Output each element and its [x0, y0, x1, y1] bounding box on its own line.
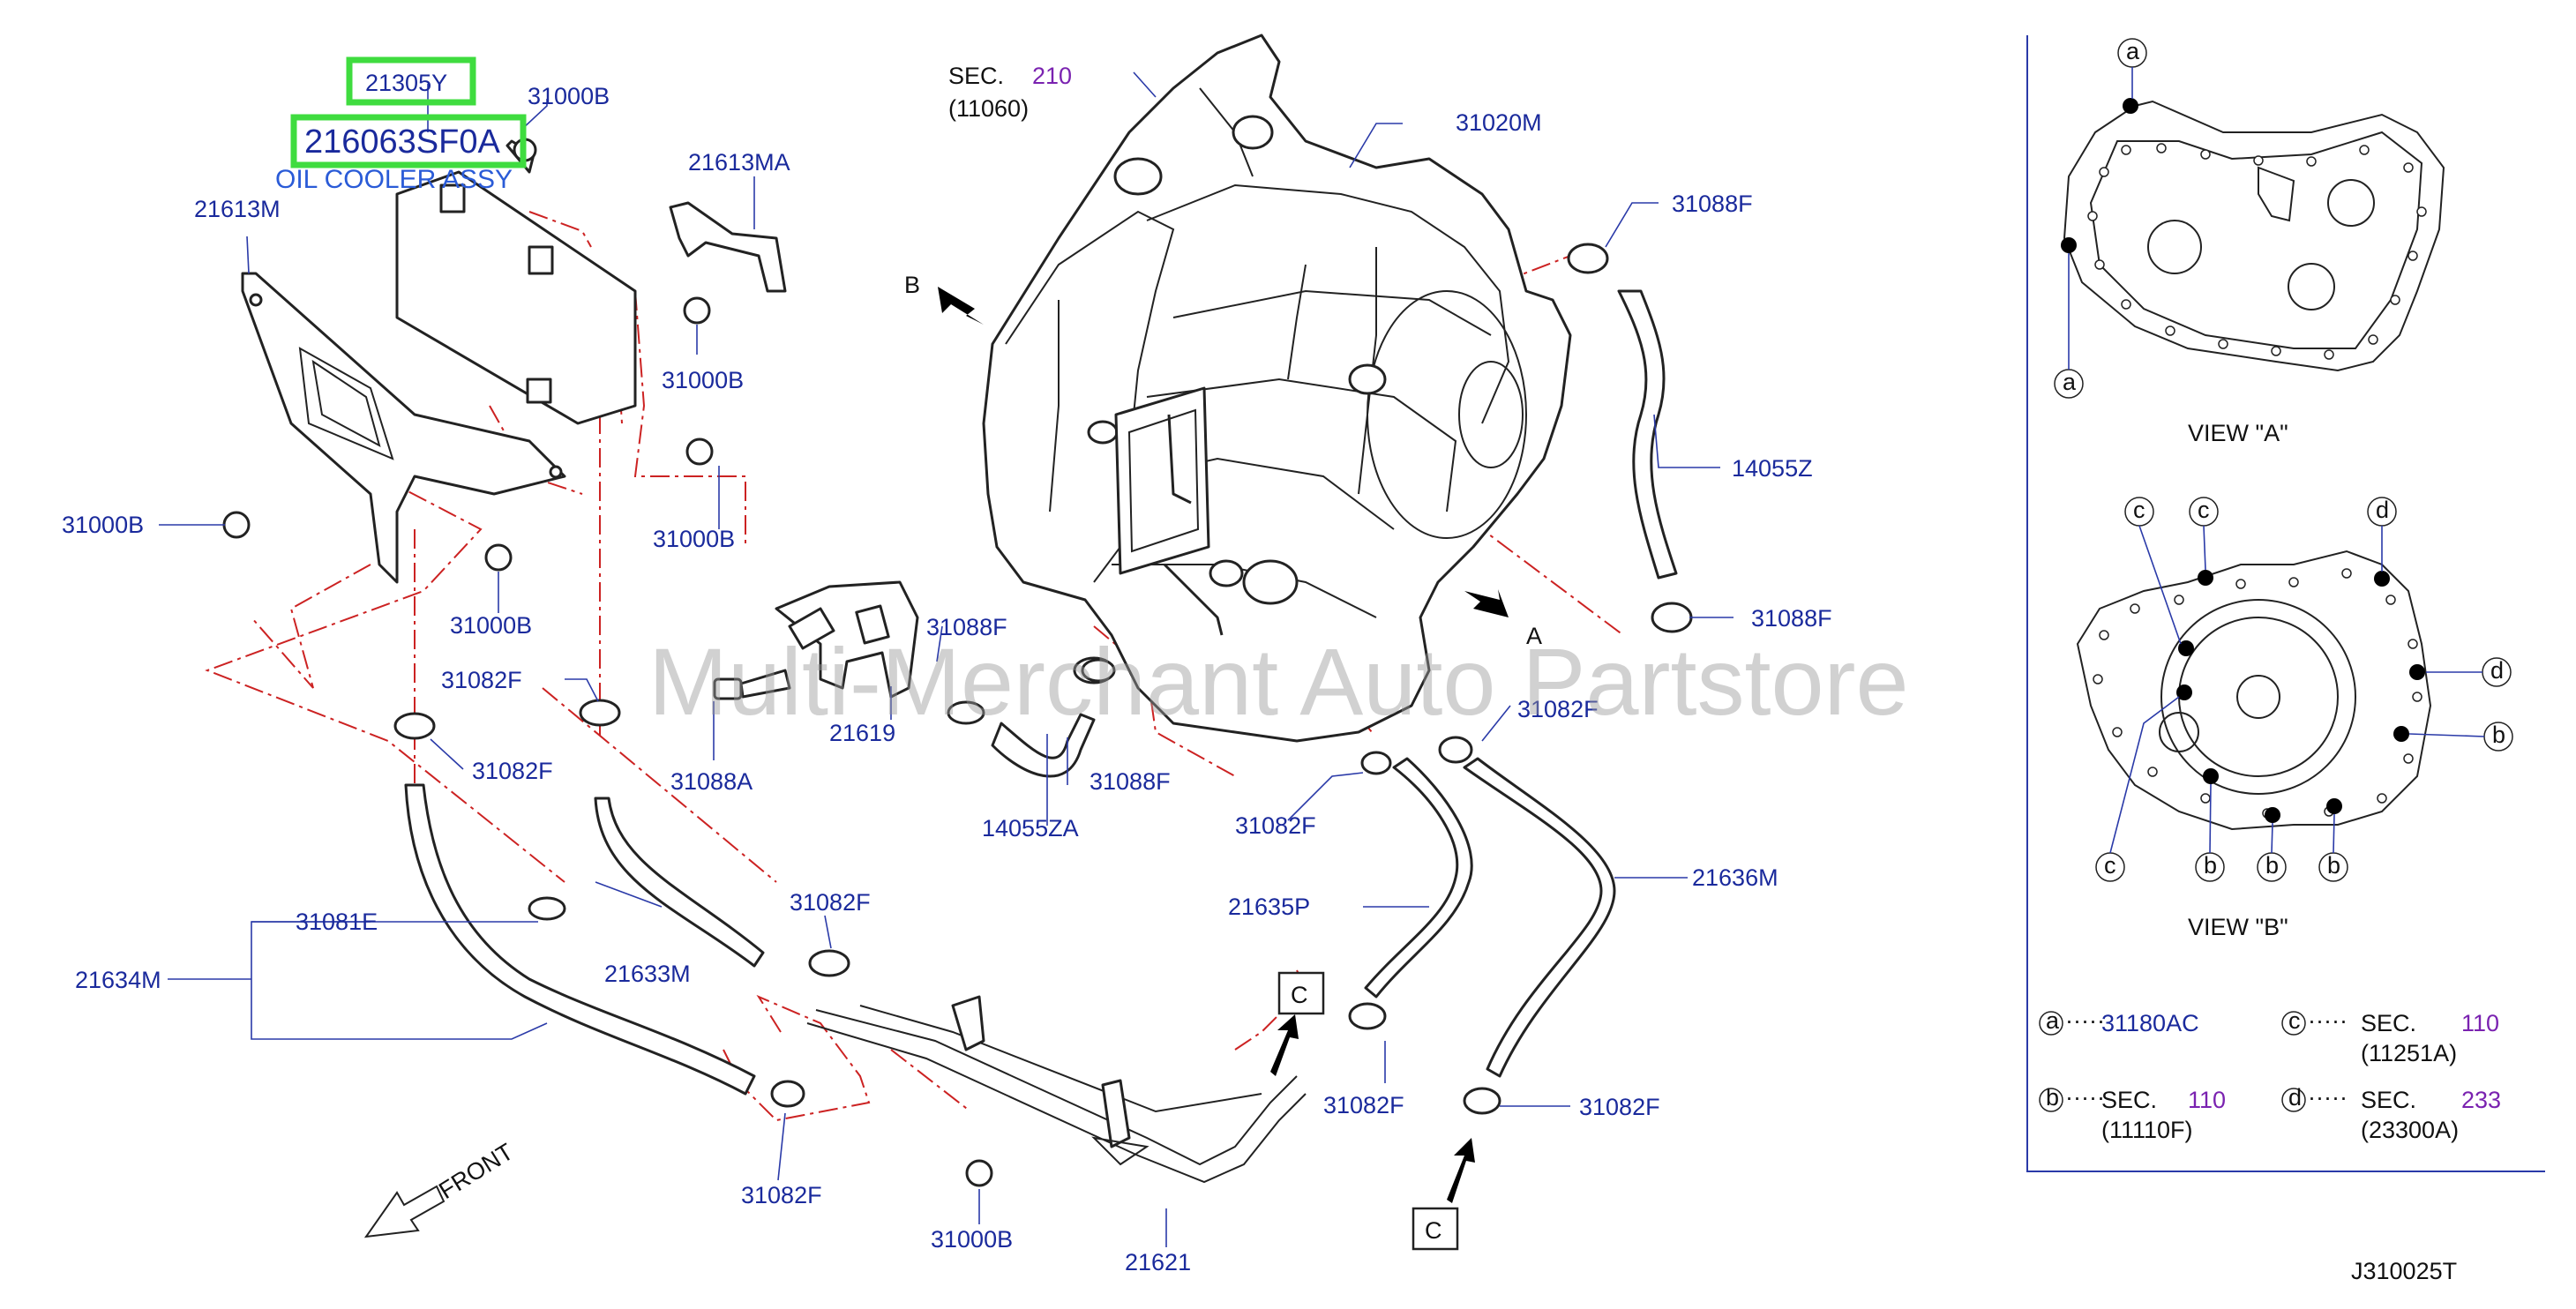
label-sec-210-sub: (11060): [948, 95, 1029, 122]
view-a-title: VIEW "A": [2188, 420, 2288, 446]
label-31082f-upper-left[interactable]: 31082F: [441, 667, 522, 693]
leader-lines: [159, 71, 1734, 1247]
view-b-tag-b2: b: [2204, 852, 2217, 879]
legend-c-number[interactable]: 110: [2461, 1010, 2499, 1036]
legend-tag-a: a: [2046, 1007, 2060, 1034]
label-sec-210-prefix: SEC.: [948, 63, 1004, 89]
hoses: [404, 289, 1678, 1096]
label-21305y[interactable]: 21305Y: [365, 70, 447, 96]
label-21619[interactable]: 21619: [829, 720, 895, 746]
transaxle-assembly: [982, 34, 1572, 743]
arrow-label-a: A: [1526, 623, 1542, 649]
label-21613ma[interactable]: 21613MA: [688, 149, 790, 176]
view-c-label-lower: C: [1425, 1217, 1442, 1244]
label-31082f-lower-center[interactable]: 31082F: [1323, 1092, 1404, 1118]
view-arrows: [938, 287, 1509, 1203]
label-31082f-upper-center[interactable]: 31082F: [1517, 696, 1599, 722]
label-31088f-right[interactable]: 31088F: [1751, 605, 1832, 632]
legend-dots-a: ·····: [2065, 1007, 2105, 1034]
highlight-216063sf0a: [290, 114, 527, 168]
view-b-tag-b4: b: [2327, 852, 2340, 879]
label-31088a[interactable]: 31088A: [670, 768, 753, 795]
watermark: Multi-Merchant Auto Partstore: [648, 628, 1909, 735]
legend-d-sub: (23300A): [2361, 1117, 2459, 1143]
legend-a-code[interactable]: 31180AC: [2101, 1010, 2199, 1036]
view-b-tag-b3: b: [2265, 852, 2279, 879]
bracket-21619: [775, 580, 919, 699]
label-sec-210-number[interactable]: 210: [1032, 63, 1072, 89]
highlight-21305y: [346, 56, 476, 106]
legend-b-number[interactable]: 110: [2188, 1087, 2226, 1113]
legend-c-sub: (11251A): [2361, 1040, 2457, 1066]
bolts: [222, 296, 993, 1187]
label-31088f-top-right[interactable]: 31088F: [1672, 191, 1753, 217]
legend-c-sec: SEC.: [2361, 1010, 2416, 1036]
label-31082f-left[interactable]: 31082F: [472, 758, 553, 784]
label-21636m[interactable]: 21636M: [1692, 864, 1778, 891]
view-c-label-upper: C: [1291, 982, 1308, 1008]
legend-d-number[interactable]: 233: [2461, 1087, 2501, 1113]
label-31000b-left[interactable]: 31000B: [62, 512, 144, 538]
view-b-tag-d2: d: [2490, 657, 2504, 684]
label-216063sf0a[interactable]: 216063SF0A: [304, 123, 500, 161]
view-b-tag-c1: c: [2133, 497, 2145, 523]
arrow-label-b: B: [904, 272, 920, 298]
view-a-drawing: [2061, 98, 2445, 372]
label-31081e[interactable]: 31081E: [296, 909, 378, 935]
label-31000b-right[interactable]: 31000B: [653, 526, 735, 552]
label-31088f-lower[interactable]: 31088F: [1090, 768, 1171, 795]
tube-21621: [806, 995, 1307, 1184]
views-panel: a a VIEW "A": [2026, 35, 2545, 1172]
label-31000b-bottom[interactable]: 31000B: [931, 1226, 1013, 1253]
front-label: FRONT: [434, 1138, 518, 1204]
label-31000b-mid[interactable]: 31000B: [662, 367, 744, 393]
view-b-title: VIEW "B": [2188, 914, 2288, 940]
legend-d-sec: SEC.: [2361, 1087, 2416, 1113]
legend-tag-d: d: [2288, 1084, 2302, 1111]
legend: [2039, 1011, 2306, 1112]
legend-dots-d: ·····: [2308, 1084, 2348, 1111]
front-arrow-icon: [363, 1185, 446, 1238]
view-a-tag-top: a: [2126, 38, 2140, 64]
view-c-box-upper: [1277, 971, 1325, 1015]
label-31000b-bracket[interactable]: 31000B: [450, 612, 532, 639]
bracket-21613ma: [669, 201, 787, 293]
label-31082f-mid-center[interactable]: 31082F: [1235, 812, 1316, 839]
view-b-tag-d1: d: [2376, 497, 2389, 523]
legend-dots-b: ·····: [2065, 1084, 2105, 1111]
view-b-tag-c2: c: [2198, 497, 2210, 523]
label-14055za[interactable]: 14055ZA: [982, 815, 1079, 842]
oil-cooler: [395, 138, 637, 425]
label-31082f-bottom-left[interactable]: 31082F: [741, 1182, 822, 1208]
label-31082f-lower-right[interactable]: 31082F: [1579, 1094, 1660, 1120]
diagram-code: J310025T: [2351, 1258, 2457, 1284]
label-31020m[interactable]: 31020M: [1456, 109, 1542, 136]
view-a-tag-bottom: a: [2063, 369, 2077, 395]
label-14055z[interactable]: 14055Z: [1732, 455, 1813, 482]
view-b-tag-c3: c: [2104, 852, 2116, 879]
label-21613m[interactable]: 21613M: [194, 196, 281, 222]
label-21634m[interactable]: 21634M: [75, 967, 161, 993]
view-b-tag-b1: b: [2492, 722, 2505, 748]
label-31000b-top[interactable]: 31000B: [528, 83, 610, 109]
legend-b-sub: (11110F): [2101, 1117, 2193, 1143]
legend-dots-c: ·····: [2308, 1007, 2348, 1034]
legend-tag-b: b: [2046, 1084, 2059, 1111]
label-31082f-mid-left[interactable]: 31082F: [790, 889, 871, 916]
legend-b-sec: SEC.: [2101, 1087, 2157, 1113]
label-21633m[interactable]: 21633M: [604, 961, 691, 987]
view-c-box-lower: [1412, 1207, 1459, 1251]
label-21621[interactable]: 21621: [1125, 1249, 1191, 1275]
label-oil-cooler-assy: OIL COOLER ASSY: [275, 165, 513, 194]
label-21635p[interactable]: 21635P: [1228, 894, 1310, 920]
label-31088f-center[interactable]: 31088F: [926, 614, 1007, 640]
legend-tag-c: c: [2288, 1007, 2301, 1034]
view-b-drawing: [2076, 550, 2432, 831]
bracket-21613m: [241, 272, 566, 584]
